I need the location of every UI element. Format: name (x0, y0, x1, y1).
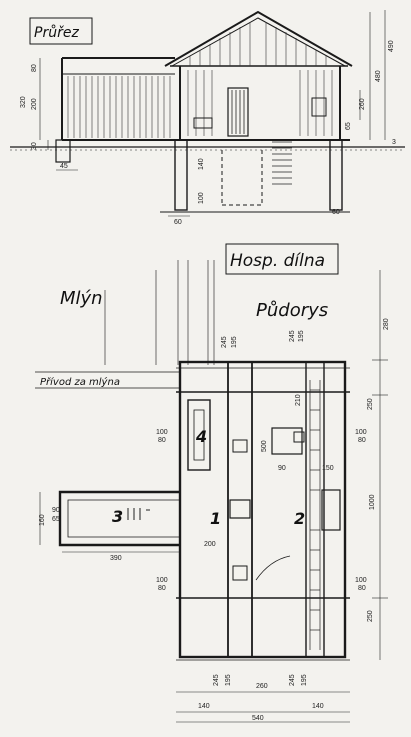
dim-90: 90 (278, 465, 286, 472)
dim-bottom-left-80: 80 (158, 585, 166, 592)
dim-right-250-b: 250 (367, 610, 374, 622)
dim-100: 100 (198, 192, 205, 204)
dim-right-100-a: 100 (355, 429, 367, 436)
dim-260: 260 (359, 98, 366, 110)
dim-bottom-245-b: 245 (289, 674, 296, 686)
dim-30: 30 (31, 142, 38, 150)
workshop-title-box (225, 243, 339, 275)
dim-60-left: 60 (174, 219, 182, 226)
dim-200: 200 (204, 541, 216, 548)
mill-building-section (55, 57, 180, 163)
dim-bottom-140-b: 140 (312, 703, 324, 710)
dim-200: 200 (31, 98, 38, 110)
section-dimension-lines (39, 10, 386, 217)
mill-title: Mlýn (60, 288, 103, 309)
workshop-building-section (160, 10, 353, 213)
dim-right-80-b: 80 (358, 585, 366, 592)
channel-label: Přívod za mlýna (40, 376, 120, 388)
cross-section-drawing: Průřez (10, 10, 405, 226)
floor-plan-drawing: Hosp. dílna Mlýn Půdorys Přívod za mlýna (35, 243, 390, 723)
plan-dimension-lines (39, 270, 388, 723)
dim-right-1000: 1000 (369, 494, 376, 510)
section-title-box (29, 17, 93, 45)
dim-150: 150 (322, 465, 334, 472)
dim-right-80-a: 80 (358, 437, 366, 444)
dim-top-195-a: 195 (231, 336, 238, 348)
dim-3: 3 (392, 139, 396, 146)
dim-bottom-140-a: 140 (198, 703, 210, 710)
plan-walls (58, 360, 350, 661)
room-number-3: 3 (112, 507, 123, 526)
dim-140: 140 (198, 158, 205, 170)
room-number-4: 4 (195, 427, 207, 446)
dim-top-245-b: 245 (289, 330, 296, 342)
section-title: Průřez (34, 25, 79, 41)
dim-65: 65 (345, 122, 352, 130)
dim-65-channel: 65 (52, 516, 60, 523)
dim-90-channel: 90 (52, 507, 60, 514)
dim-left-80: 80 (158, 437, 166, 444)
dim-45: 45 (60, 163, 68, 170)
dim-320: 320 (20, 96, 27, 108)
workshop-title: Hosp. dílna (230, 251, 325, 271)
dim-bottom-left-100: 100 (156, 577, 168, 584)
dim-60-right: 60 (332, 209, 340, 216)
dim-160: 160 (39, 514, 46, 526)
dim-left-100: 100 (156, 429, 168, 436)
dim-right-280: 280 (383, 318, 390, 330)
dim-bottom-260: 260 (256, 683, 268, 690)
room-number-2: 2 (294, 509, 305, 528)
dim-right-250: 250 (367, 398, 374, 410)
dim-500: 500 (261, 440, 268, 452)
room-number-1: 1 (210, 509, 221, 528)
plan-title: Půdorys (256, 300, 328, 321)
dim-490: 490 (388, 40, 395, 52)
dim-bottom-195-b: 195 (301, 674, 308, 686)
dim-210: 210 (295, 394, 302, 406)
dim-80: 80 (31, 64, 38, 72)
dim-480: 480 (375, 70, 382, 82)
dim-right-100-b: 100 (355, 577, 367, 584)
dim-top-245-a: 245 (221, 336, 228, 348)
dim-390: 390 (110, 555, 122, 562)
dim-bottom-195-a: 195 (225, 674, 232, 686)
dim-top-195-b: 195 (298, 330, 305, 342)
dim-bottom-540: 540 (252, 715, 264, 722)
dim-bottom-245-a: 245 (213, 674, 220, 686)
